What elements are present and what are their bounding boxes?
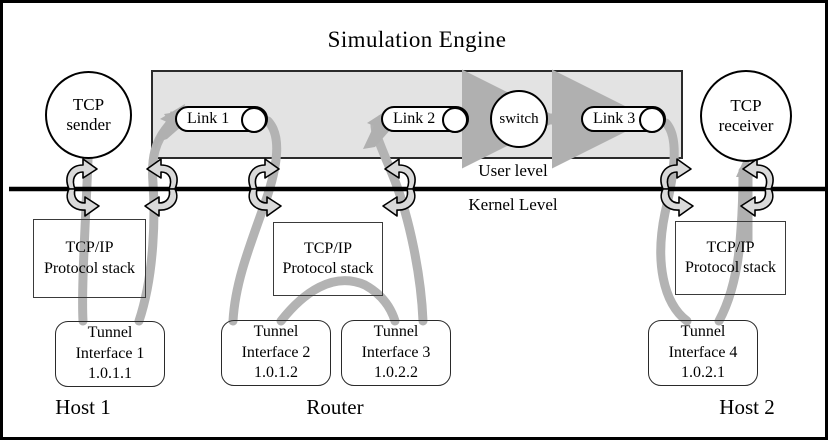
protocol-stack-router: TCP/IP Protocol stack bbox=[273, 222, 383, 296]
tunnel-interface-4-line2: Interface 4 bbox=[668, 343, 738, 361]
tunnel-interface-1-line2: Interface 1 bbox=[75, 344, 145, 362]
link-1-label: Link 1 bbox=[187, 110, 230, 127]
tcp-receiver-line2: receiver bbox=[718, 116, 774, 135]
link-3-queue-icon bbox=[639, 107, 665, 133]
tunnel-interface-3-line1: Tunnel bbox=[373, 322, 419, 340]
tcp-receiver-line1: TCP bbox=[730, 95, 762, 115]
protocol-stack-host2: TCP/IP Protocol stack bbox=[675, 221, 786, 295]
protocol-stack-host1-line1: TCP/IP bbox=[65, 239, 114, 257]
tunnel-interface-4-address: 1.0.2.1 bbox=[681, 364, 725, 382]
tunnel-interface-1[interactable]: Tunnel Interface 1 1.0.1.1 bbox=[55, 321, 165, 387]
tunnel-interface-1-line1: Tunnel bbox=[87, 323, 133, 341]
caption-host2: Host 2 bbox=[719, 395, 775, 419]
link-2-label: Link 2 bbox=[393, 110, 436, 127]
tunnel-interface-2-line2: Interface 2 bbox=[241, 343, 311, 361]
switch-node[interactable]: switch bbox=[490, 90, 548, 148]
tunnel-interface-3-line2: Interface 3 bbox=[361, 343, 431, 361]
tcp-sender-line2: sender bbox=[66, 115, 111, 134]
user-level-label: User level bbox=[478, 161, 548, 180]
link-3-label: Link 3 bbox=[593, 110, 636, 127]
caption-host1: Host 1 bbox=[55, 395, 111, 419]
tunnel-interface-4[interactable]: Tunnel Interface 4 1.0.2.1 bbox=[648, 320, 758, 386]
protocol-stack-router-line2: Protocol stack bbox=[282, 260, 374, 277]
link-2-node[interactable]: Link 2 bbox=[381, 106, 469, 133]
link-1-queue-icon bbox=[241, 107, 267, 133]
tcp-sender-line1: TCP bbox=[72, 94, 105, 114]
tunnel-interface-4-line1: Tunnel bbox=[680, 322, 726, 340]
link-2-queue-icon bbox=[442, 107, 468, 133]
link-1-node[interactable]: Link 1 bbox=[175, 106, 268, 133]
kernel-level-label: Kernel Level bbox=[468, 195, 558, 214]
tunnel-interface-2[interactable]: Tunnel Interface 2 1.0.1.2 bbox=[221, 320, 331, 386]
protocol-stack-router-line1: TCP/IP bbox=[303, 239, 352, 257]
tunnel-interface-2-address: 1.0.1.2 bbox=[254, 364, 298, 382]
protocol-stack-host2-line1: TCP/IP bbox=[706, 238, 755, 256]
switch-label: switch bbox=[499, 111, 539, 127]
tunnel-interface-2-line1: Tunnel bbox=[253, 322, 299, 340]
tcp-sender-node[interactable]: TCP sender bbox=[45, 71, 132, 159]
tcp-receiver-node[interactable]: TCP receiver bbox=[700, 70, 792, 162]
link-3-node[interactable]: Link 3 bbox=[581, 106, 666, 133]
page-title: Simulation Engine bbox=[327, 27, 507, 52]
protocol-stack-host1: TCP/IP Protocol stack bbox=[33, 219, 146, 298]
caption-router: Router bbox=[306, 395, 364, 419]
protocol-stack-host2-line2: Protocol stack bbox=[684, 259, 777, 276]
tunnel-interface-3-address: 1.0.2.2 bbox=[374, 364, 418, 382]
tunnel-interface-3[interactable]: Tunnel Interface 3 1.0.2.2 bbox=[341, 320, 451, 386]
tunnel-interface-1-address: 1.0.1.1 bbox=[88, 365, 132, 383]
protocol-stack-host1-line2: Protocol stack bbox=[43, 259, 136, 277]
